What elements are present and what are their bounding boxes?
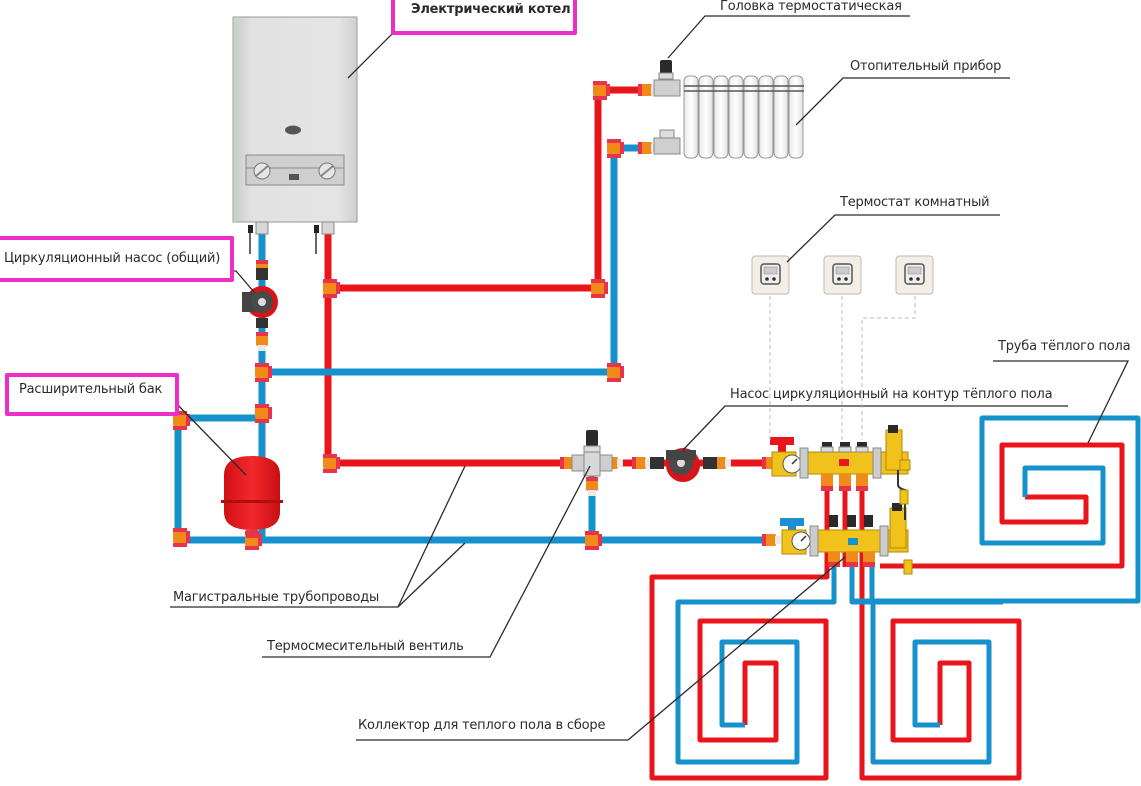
label-thermo-head: Головка термостатическая xyxy=(720,0,902,14)
leader-boiler xyxy=(347,30,572,79)
leader-thermo-head xyxy=(667,15,910,59)
thermo-mixing-valve xyxy=(571,430,613,477)
floor-loop-3 xyxy=(849,415,1141,604)
pipe-fitting xyxy=(256,332,268,351)
radiator-return-valve xyxy=(653,129,681,155)
manifold-return-actuator xyxy=(829,515,838,527)
radiator-section xyxy=(698,75,714,159)
floor-loop-1 xyxy=(649,567,837,781)
manifold-supply-outlet xyxy=(821,474,833,486)
pipe-fitting xyxy=(255,363,272,382)
label-floor-pipe: Труба тёплого пола xyxy=(998,339,1131,354)
room-thermostat xyxy=(751,255,790,295)
radiator-section xyxy=(713,75,729,159)
floor-loop-2-supply xyxy=(859,567,1022,781)
pipe-fitting xyxy=(591,279,608,298)
label-manifold: Коллектор для теплого пола в сборе xyxy=(358,718,606,733)
manifold-supply-actuator xyxy=(840,442,850,448)
supply-to-radiator xyxy=(328,86,680,292)
leader-manifold xyxy=(356,556,846,741)
floor-manifold xyxy=(770,425,913,575)
label-main-pipes: Магистральные трубопроводы xyxy=(173,590,380,605)
manifold-supply-actuator xyxy=(822,442,832,448)
room-thermostat xyxy=(895,255,934,295)
pipe-fitting xyxy=(173,528,190,547)
manifold-supply-outlet xyxy=(856,474,868,486)
manifold-supply-outlet xyxy=(839,474,851,486)
label-pump-common: Циркуляционный насос (общий) xyxy=(4,251,221,266)
floor-loop-1-return xyxy=(675,567,837,765)
radiator-section xyxy=(788,75,804,159)
thermostatic-head xyxy=(653,60,681,97)
highlight-box-expansion-tank xyxy=(5,373,179,416)
room-thermostats xyxy=(751,255,934,295)
manifold-return-actuator xyxy=(847,515,856,527)
label-mixing-valve: Термосмесительный вентиль xyxy=(267,639,464,654)
leader-radiator xyxy=(795,77,1010,126)
label-radiator: Отопительный прибор xyxy=(850,59,1002,74)
room-thermostat xyxy=(823,255,862,295)
leader-room-thermostat xyxy=(786,214,1000,263)
expansion-tank xyxy=(221,456,283,538)
pipe-fitting xyxy=(173,411,190,430)
pipe-fitting xyxy=(323,279,340,298)
radiator-section xyxy=(773,75,789,159)
manifold-return-outlet xyxy=(828,552,840,562)
label-expansion-tank: Расширительный бак xyxy=(19,382,163,397)
pipe-fitting xyxy=(323,454,340,473)
floor-loop-1-supply xyxy=(649,567,830,781)
radiator-section xyxy=(743,75,759,159)
manifold-return-outlet xyxy=(846,552,858,562)
floor-loop-3-return xyxy=(849,415,1141,604)
tank-branch xyxy=(174,414,776,544)
label-floor-pump: Насос циркуляционный на контур тёплого п… xyxy=(730,387,1053,402)
highlight-box-boiler xyxy=(391,0,577,35)
manifold-supply-actuator xyxy=(857,442,867,448)
pipe-fitting xyxy=(585,531,602,550)
pipe-fitting xyxy=(632,457,651,469)
floor-circulation-pump xyxy=(650,448,717,482)
radiator-section xyxy=(728,75,744,159)
manifold-return-actuator xyxy=(864,515,873,527)
radiator-section xyxy=(683,75,699,159)
return-from-radiator xyxy=(262,144,658,376)
highlight-box-pump-common xyxy=(0,236,234,282)
pipe-fitting xyxy=(762,534,781,546)
label-boiler: Электрический котел xyxy=(411,2,571,17)
leader-floor-pipe xyxy=(993,360,1130,444)
pipe-fitting xyxy=(586,477,598,496)
radiator-section xyxy=(758,75,774,159)
leader-main-pipes-2 xyxy=(397,542,466,608)
pipe-fitting xyxy=(255,404,272,423)
leader-floor-pump xyxy=(682,405,1068,451)
radiator xyxy=(683,75,804,159)
common-circulation-pump xyxy=(242,268,278,328)
electric-boiler xyxy=(232,16,358,254)
pipe-fitting xyxy=(607,139,624,158)
pipe-fitting xyxy=(607,363,624,382)
floor-loops xyxy=(649,415,1141,781)
floor-loop-3-supply xyxy=(880,442,1125,569)
manifold-return-outlet xyxy=(863,552,875,562)
leader-mixing-valve xyxy=(262,465,591,658)
manifold-actuators xyxy=(820,442,875,567)
pipe-fitting xyxy=(593,81,610,100)
label-room-thermostat: Термостат комнатный xyxy=(840,195,990,210)
pipes xyxy=(174,86,865,567)
floor-loop-2-return xyxy=(849,567,1003,605)
thermostat-wires xyxy=(769,296,916,440)
